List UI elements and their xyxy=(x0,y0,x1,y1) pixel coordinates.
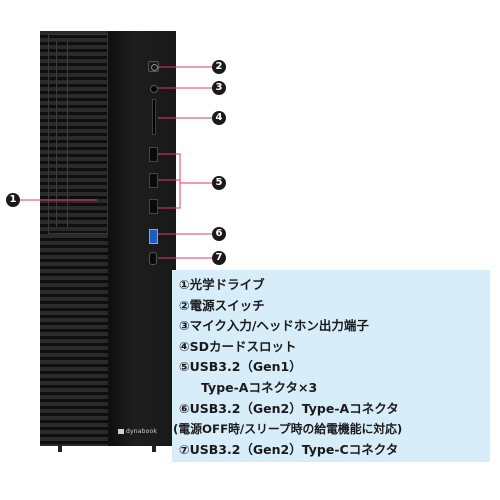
legend-item-sd-slot: ④SDカードスロット xyxy=(179,338,297,354)
legend-box: ①光学ドライブ ②電源スイッチ ③マイク入力/ヘッドホン出力端子 ④SDカードス… xyxy=(172,270,490,462)
legend-item-power-switch: ②電源スイッチ xyxy=(179,297,265,313)
tower-foot-left xyxy=(58,444,62,452)
legend-item-usb-gen2-c: ⑦USB3.2（Gen2）Type-Cコネクタ xyxy=(179,441,399,457)
sd-card-slot xyxy=(152,99,156,135)
front-panel xyxy=(108,31,176,446)
optical-drive-tray xyxy=(56,42,68,227)
usb-a-port-2 xyxy=(149,173,158,188)
legend-item-usb-gen2-a-note: (電源OFF時/スリープ時の給電機能に対応) xyxy=(173,422,403,437)
vent-grille xyxy=(40,31,108,446)
callout-marker-2: 2 xyxy=(212,60,226,74)
callout-marker-7: 7 xyxy=(212,251,226,265)
brand-logo: dynabook xyxy=(118,428,157,435)
callout-marker-3: 3 xyxy=(212,81,226,95)
usb-a-port-1 xyxy=(149,147,158,162)
tower-foot-right xyxy=(152,444,156,452)
callout-marker-6: 6 xyxy=(212,227,226,241)
audio-jack xyxy=(150,85,158,93)
brand-name: dynabook xyxy=(126,428,158,435)
legend-item-audio-jack: ③マイク入力/ヘッドホン出力端子 xyxy=(179,318,369,334)
usb-c-port xyxy=(149,252,157,265)
callout-marker-5: 5 xyxy=(212,176,226,190)
brand-mark-icon xyxy=(118,429,124,434)
callout-marker-1: 1 xyxy=(6,193,20,207)
legend-item-usb-gen1-detail: Type-Aコネクタ×3 xyxy=(201,379,318,395)
legend-item-usb-gen2-a: ⑥USB3.2（Gen2）Type-Aコネクタ xyxy=(179,400,399,416)
legend-item-usb-gen1: ⑤USB3.2（Gen1） xyxy=(179,359,302,375)
callout-bracket-5 xyxy=(158,153,181,209)
usb-a-gen2-port xyxy=(149,229,158,244)
callout-marker-4: 4 xyxy=(212,111,226,125)
optical-drive-bay xyxy=(48,34,108,234)
usb-a-port-3 xyxy=(149,199,158,214)
legend-item-optical-drive: ①光学ドライブ xyxy=(179,277,265,292)
